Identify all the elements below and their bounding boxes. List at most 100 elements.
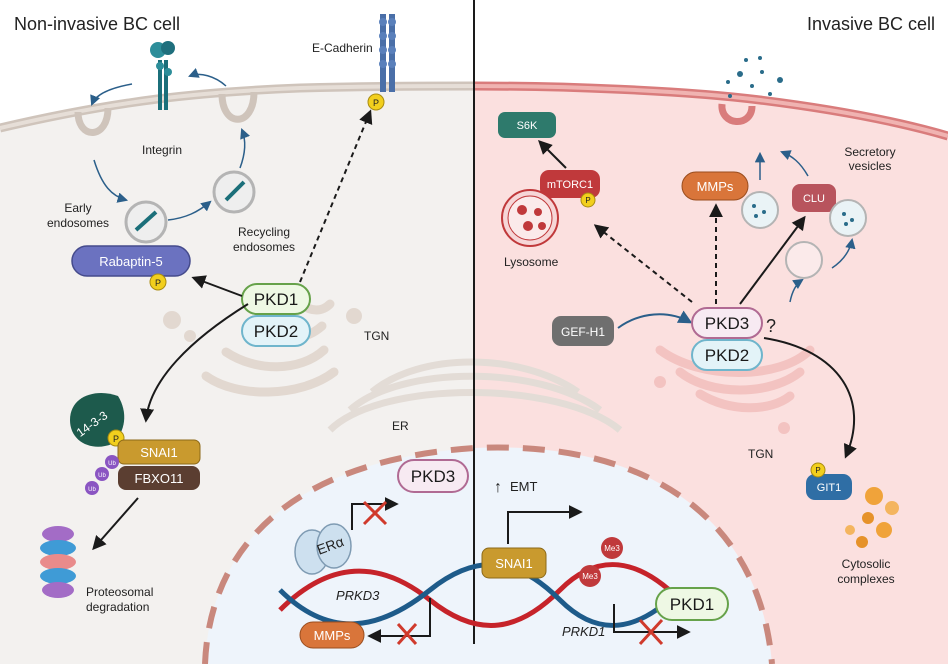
membrane-pit-right bbox=[218, 91, 258, 123]
rabaptin5-phospho-label: P bbox=[155, 278, 161, 288]
mtorc1-label: mTORC1 bbox=[547, 179, 593, 191]
mmps-pill-right bbox=[681, 171, 749, 201]
snai1-label-right: SNAI1 bbox=[495, 556, 533, 571]
arrow-pkd-to-vesicle bbox=[789, 278, 804, 303]
recycling-endosomes-label-1: Recycling bbox=[238, 225, 290, 239]
er-label: ER bbox=[392, 419, 409, 433]
block-cross-mmps bbox=[396, 622, 418, 646]
rabaptin5-pill bbox=[71, 245, 191, 277]
pkd1-label: PKD1 bbox=[254, 290, 298, 309]
pkd2-label-right: PKD2 bbox=[705, 346, 749, 365]
block-cross-pkd1 bbox=[638, 618, 664, 646]
e-cadherin-label: E-Cadherin bbox=[312, 41, 373, 55]
pkd3-label-nucleus: PKD3 bbox=[411, 467, 455, 486]
membrane-pit-left bbox=[74, 107, 112, 136]
proteasome-icon bbox=[40, 526, 76, 598]
snai1-pill-right bbox=[481, 547, 547, 579]
s6k-label: S6K bbox=[517, 120, 538, 132]
tgn-left-label: TGN bbox=[364, 329, 389, 343]
integrin-protein bbox=[150, 41, 175, 110]
left-title: Non-invasive BC cell bbox=[14, 14, 180, 34]
emt-arrow: ↑ bbox=[494, 479, 502, 496]
right-title: Invasive BC cell bbox=[807, 14, 935, 34]
arrow-vesicle-to-clu bbox=[780, 150, 809, 177]
pkd2-pill-right bbox=[691, 339, 763, 371]
right-membrane-inner bbox=[473, 84, 948, 138]
clu-pill bbox=[792, 184, 836, 212]
git1-label: GIT1 bbox=[817, 482, 841, 494]
cytosolic-label-1: Cytosolic bbox=[842, 557, 891, 571]
arrow-vesicle-maturation bbox=[831, 237, 856, 269]
transcription-arrow-pkd1 bbox=[613, 604, 691, 639]
gef-h1-label: GEF-H1 bbox=[561, 325, 605, 339]
secreted-particles bbox=[726, 56, 783, 98]
pkd1-pill-nucleus bbox=[655, 587, 729, 621]
ub-label-2: Ub bbox=[98, 473, 106, 479]
membrane-fusion-pit bbox=[718, 103, 756, 125]
integrin-cycle-arrow-5 bbox=[239, 128, 250, 169]
pkd3-pill-nucleus bbox=[397, 459, 469, 493]
cytosolic-label-2: complexes bbox=[837, 572, 894, 586]
transcription-arrow-mmps bbox=[367, 598, 431, 643]
snai1-pill-left bbox=[117, 439, 201, 465]
pkd2-label: PKD2 bbox=[254, 322, 298, 341]
rabaptin5-label: Rabaptin-5 bbox=[99, 254, 163, 269]
git1-pill bbox=[806, 474, 852, 500]
proteosomal-label-1: Proteosomal bbox=[86, 585, 153, 599]
pkd3-pill-right bbox=[691, 307, 763, 339]
arrow-pkd1-to-rabaptin5 bbox=[191, 275, 243, 297]
arrow-pkd3-to-clu bbox=[739, 215, 806, 305]
transcription-arrow-pkd3 bbox=[351, 497, 399, 530]
integrin-cycle-arrow-1 bbox=[90, 83, 133, 106]
integrin-cycle-arrow-2 bbox=[188, 68, 227, 87]
tgn-right-label: TGN bbox=[748, 447, 773, 461]
rabaptin5-phospho bbox=[149, 273, 167, 291]
e-cadherin-phospho bbox=[367, 93, 385, 111]
s6k-pill bbox=[498, 112, 556, 138]
nuclear-envelope bbox=[202, 444, 775, 664]
left-membrane-inner bbox=[0, 84, 475, 130]
pkd3-question: ? bbox=[766, 316, 776, 336]
early-endosomes-label-2: endosomes bbox=[47, 216, 109, 230]
snai1-phospho-label: P bbox=[113, 434, 119, 444]
prkd1-label: PRKD1 bbox=[562, 624, 605, 639]
recycling-endosomes-label-2: endosomes bbox=[233, 240, 295, 254]
arrow-pkd1-to-ecadherin bbox=[299, 109, 373, 283]
integrin-label: Integrin bbox=[142, 143, 182, 157]
emt-label: EMT bbox=[510, 479, 538, 494]
ubiquitin-chain bbox=[85, 455, 119, 495]
mmps-label-right: MMPs bbox=[697, 179, 734, 194]
cytosolic-complex-particles bbox=[845, 487, 899, 548]
me3-mark-1 bbox=[601, 537, 623, 559]
proteosomal-label-2: degradation bbox=[86, 600, 149, 614]
pkd3-label-right: PKD3 bbox=[705, 314, 749, 333]
mmps-label-nucleus: MMPs bbox=[314, 628, 351, 643]
arrow-gefh1-to-pkd3 bbox=[617, 310, 693, 329]
fbxo11-label: FBXO11 bbox=[135, 471, 184, 486]
pkd1-label-nucleus: PKD1 bbox=[670, 595, 714, 614]
block-cross-pkd3 bbox=[362, 500, 388, 526]
arrow-pkd1-to-snai1 bbox=[140, 303, 249, 423]
arrow-pkd3-to-mtorc1 bbox=[593, 224, 693, 303]
ub-label-1: Ub bbox=[108, 461, 116, 467]
arrow-mtorc1-to-s6k bbox=[538, 140, 567, 169]
git1-phospho-label: P bbox=[815, 466, 820, 475]
arrow-to-proteasome bbox=[92, 497, 139, 551]
e-cadherin-phospho-label: P bbox=[373, 98, 379, 108]
endoplasmic-reticulum bbox=[327, 358, 623, 433]
mmps-pill-nucleus bbox=[299, 621, 365, 649]
clu-vesicle bbox=[829, 199, 867, 237]
secretory-label-2: vesicles bbox=[849, 159, 892, 173]
arrow-pkd3-to-git1 bbox=[763, 337, 857, 459]
git1-phospho bbox=[810, 462, 826, 478]
gef-h1-pill bbox=[552, 316, 614, 346]
fbxo11-pill bbox=[118, 466, 200, 490]
early-endosomes-label-1: Early bbox=[64, 201, 91, 215]
integrin-cycle-arrow-3 bbox=[93, 159, 129, 203]
transcription-arrow-emt bbox=[507, 505, 583, 544]
lysosome bbox=[501, 189, 559, 247]
integrin-cycle-arrow-4 bbox=[167, 200, 212, 221]
clu-label: CLU bbox=[803, 193, 825, 205]
